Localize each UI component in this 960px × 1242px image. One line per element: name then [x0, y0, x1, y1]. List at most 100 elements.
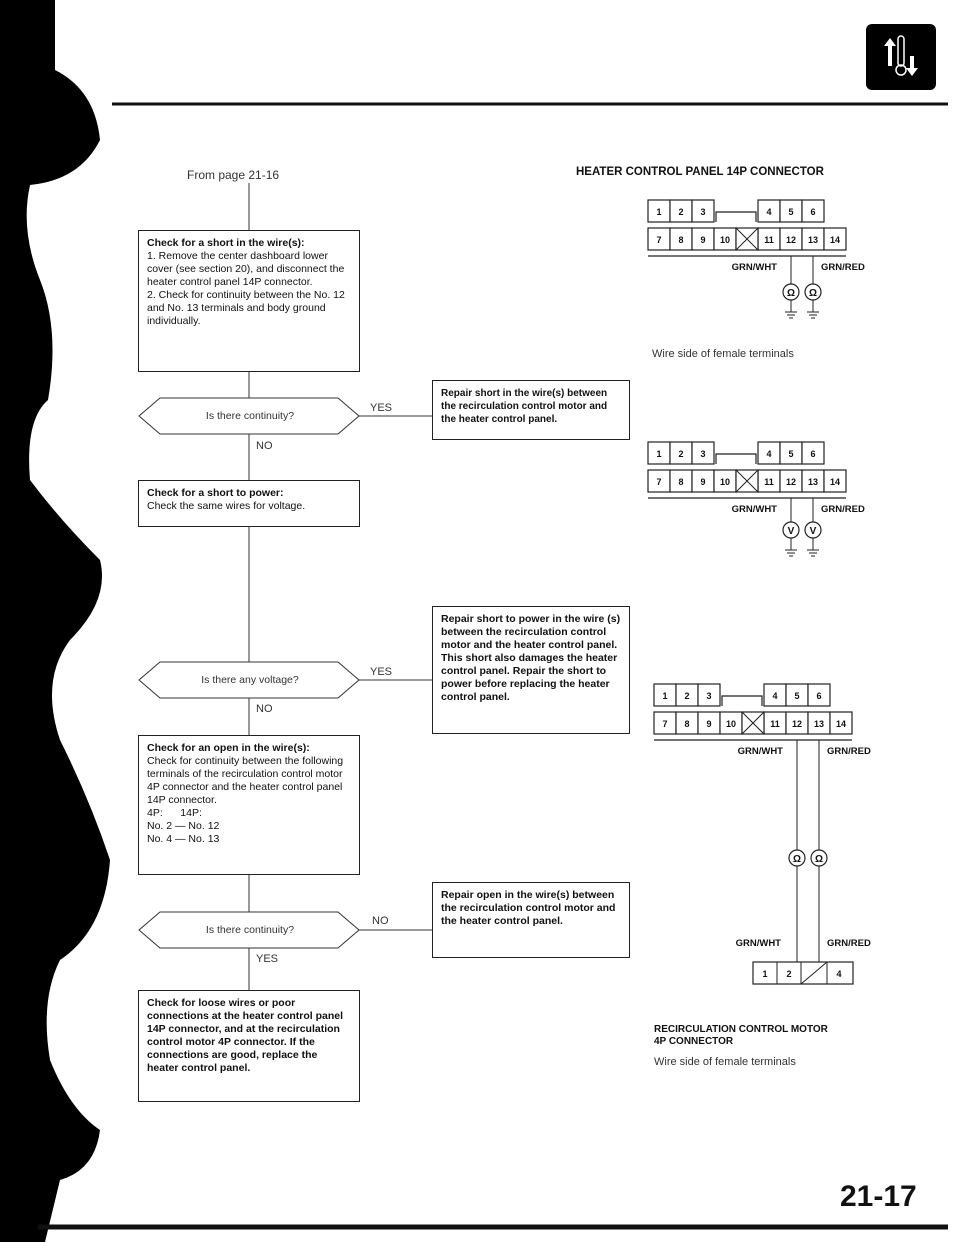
pin-cell: [823, 469, 847, 493]
pin-cell: [691, 441, 715, 465]
step3-row1: No. 2 — No. 12: [147, 820, 220, 832]
pin-number: 4: [766, 449, 771, 459]
pin-number: 9: [700, 477, 705, 487]
pin-number: 5: [794, 691, 799, 701]
meter-symbol: V: [810, 526, 817, 537]
wire-label-left: GRN/WHT: [732, 262, 778, 273]
thermometer-arrows-icon: [866, 24, 936, 90]
latch: [715, 211, 757, 222]
wire-label-right: GRN/RED: [821, 504, 865, 515]
pin-number: 7: [656, 477, 661, 487]
pin-cell: [823, 227, 847, 251]
pin-number: 8: [684, 719, 689, 729]
pin-number: 10: [720, 235, 730, 245]
meter-symbol: Ω: [815, 854, 823, 865]
repair-open-text: Repair open in the wire(s) between the r…: [441, 889, 616, 927]
pin-number: 8: [678, 235, 683, 245]
pin-number: 5: [788, 449, 793, 459]
step-check-open: Check for an open in the wire(s): Check …: [138, 735, 360, 875]
no-label-1: NO: [256, 440, 273, 452]
pin-cell: [691, 199, 715, 223]
pin-number: 2: [678, 207, 683, 217]
pin-number: 6: [810, 207, 815, 217]
meter-symbol: V: [788, 526, 795, 537]
question-continuity-1: Is there continuity?: [205, 410, 295, 422]
step3-head-14p: 14P:: [180, 807, 202, 819]
pin-number: 4: [766, 207, 771, 217]
wire-label-right: GRN/RED: [827, 746, 871, 757]
blank-cross: [800, 961, 828, 985]
pin-number: 14: [830, 477, 840, 487]
repair-short: Repair short in the wire(s) between the …: [432, 380, 630, 440]
no-label-3: NO: [372, 915, 389, 927]
step-check-short: Check for a short in the wire(s): 1. Rem…: [138, 230, 360, 372]
pin-number: 8: [678, 477, 683, 487]
latch: [715, 453, 757, 464]
ohmmeter-icon: [788, 849, 806, 867]
ohmmeter-icon: [810, 849, 828, 867]
pin-number: 11: [770, 719, 780, 729]
wire-label-left: GRN/WHT: [738, 746, 784, 757]
pin-number: 12: [786, 477, 796, 487]
pin-number: 4: [772, 691, 777, 701]
pin-number: 13: [808, 477, 818, 487]
step4-text: Check for loose wires or poor connection…: [147, 997, 344, 1074]
pin-cell: [801, 441, 825, 465]
step2-title: Check for a short to power:: [147, 487, 284, 499]
yes-label-3: YES: [256, 953, 279, 965]
meter-symbol: Ω: [809, 288, 817, 299]
pin-number: 2: [786, 969, 791, 979]
pin-number: 6: [816, 691, 821, 701]
pin-number: 3: [706, 691, 711, 701]
pin-number: 4: [836, 969, 841, 979]
pin-number: 12: [786, 235, 796, 245]
latch: [721, 695, 763, 706]
repair-short-text: Repair short in the wire(s) between the …: [441, 388, 608, 425]
meter-symbol: Ω: [787, 288, 795, 299]
step3-title: Check for an open in the wire(s):: [147, 742, 310, 754]
repair-short-power-text: Repair short to power in the wire (s) be…: [441, 613, 621, 703]
wire-label-left-4p: GRN/WHT: [736, 938, 782, 949]
pin-cell: [807, 683, 831, 707]
pin-cell: [697, 683, 721, 707]
section-title: HEATER CONTROL PANEL 14P CONNECTOR: [576, 166, 824, 178]
meter-symbol: Ω: [793, 854, 801, 865]
step-check-loose: Check for loose wires or poor connection…: [138, 990, 360, 1102]
wire-label-left: GRN/WHT: [732, 504, 778, 515]
step3-head-4p: 4P:: [147, 807, 163, 819]
pin-number: 3: [700, 207, 705, 217]
recirc-title-1: RECIRCULATION CONTROL MOTOR: [654, 1024, 828, 1035]
wire-label-right-4p: GRN/RED: [827, 938, 871, 949]
page-number: 21-17: [840, 1180, 917, 1213]
question-continuity-2: Is there continuity?: [205, 924, 295, 936]
pin-number: 1: [656, 449, 661, 459]
repair-short-power: Repair short to power in the wire (s) be…: [432, 606, 630, 734]
step3-row2: No. 4 — No. 13: [147, 833, 220, 845]
pin-number: 10: [720, 477, 730, 487]
blank-cross: [735, 227, 759, 251]
yes-label-1: YES: [370, 402, 393, 414]
pin-number: 1: [662, 691, 667, 701]
pin-number: 9: [700, 235, 705, 245]
pin-number: 10: [726, 719, 736, 729]
pin-number: 3: [700, 449, 705, 459]
pin-number: 1: [656, 207, 661, 217]
repair-open: Repair open in the wire(s) between the r…: [432, 882, 630, 958]
question-voltage: Is there any voltage?: [201, 674, 299, 686]
pin-number: 2: [678, 449, 683, 459]
pin-number: 14: [836, 719, 846, 729]
pin-number: 7: [656, 235, 661, 245]
no-label-2: NO: [256, 703, 273, 715]
pin-number: 1: [762, 969, 767, 979]
recirc-title-2: 4P CONNECTOR: [654, 1036, 734, 1047]
pin-number: 14: [830, 235, 840, 245]
step1-title: Check for a short in the wire(s):: [147, 237, 305, 249]
pin-number: 13: [814, 719, 824, 729]
blank-cross: [741, 711, 765, 735]
step3-line1: Check for continuity between the followi…: [147, 755, 344, 806]
pin-number: 11: [764, 477, 774, 487]
step-check-short-power: Check for a short to power: Check the sa…: [138, 480, 360, 527]
pin-number: 2: [684, 691, 689, 701]
wire-side-caption-1: Wire side of female terminals: [652, 348, 794, 360]
